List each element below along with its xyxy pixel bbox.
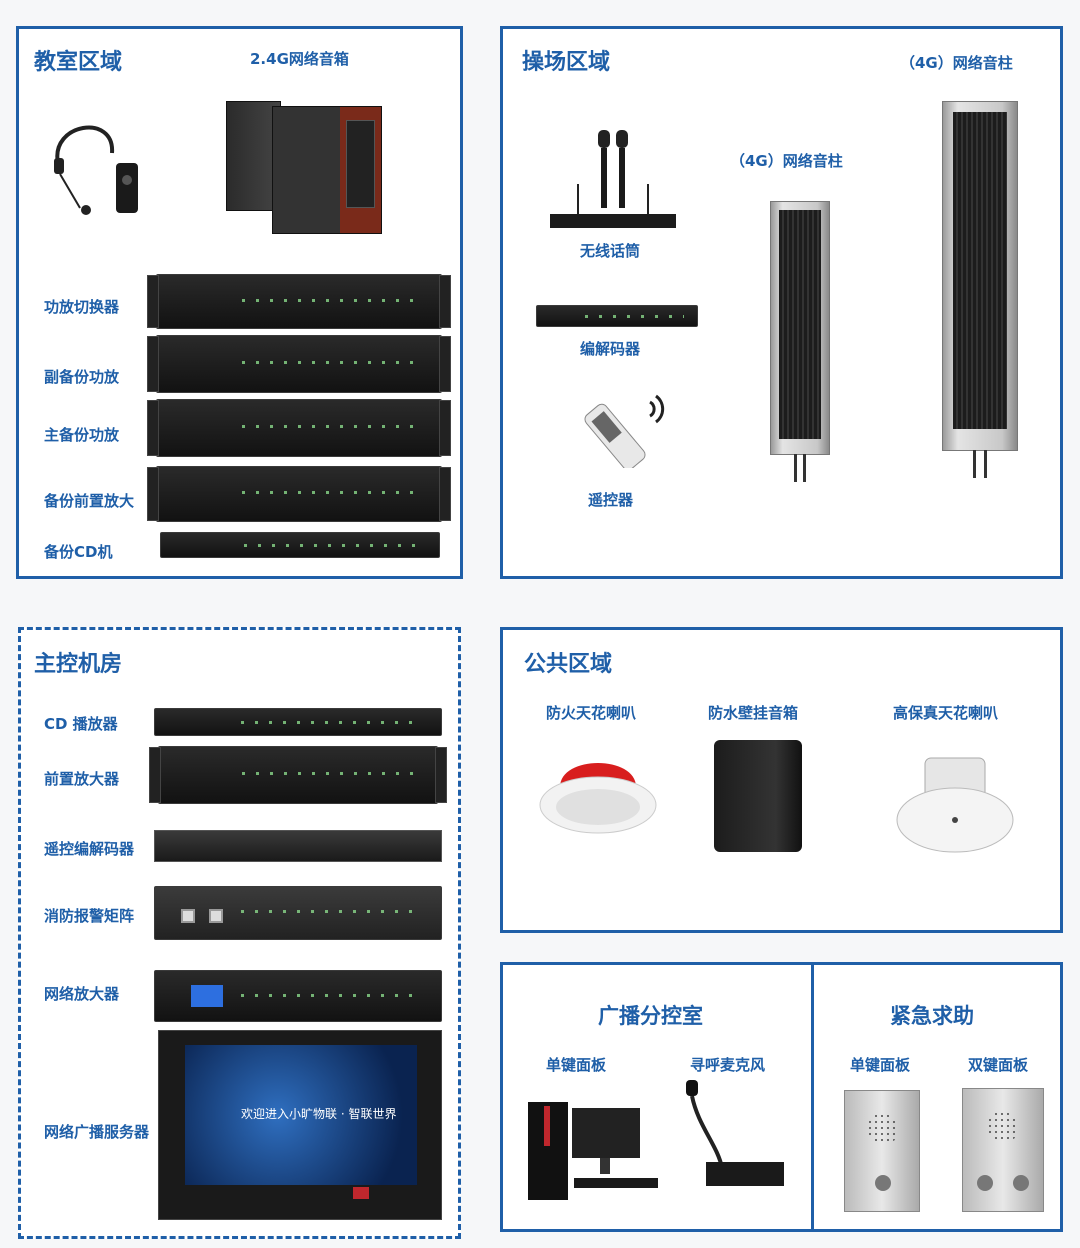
playground-device-label: 编解码器 [580, 340, 641, 358]
network-amplifier-device [154, 970, 442, 1022]
sub-control-room-title: 广播分控室 [598, 1004, 703, 1028]
hifi-ceiling-speaker-icon [896, 757, 1014, 853]
control-room-title: 主控机房 [34, 652, 123, 677]
backup-amplifier-primary-device [147, 399, 451, 457]
double-button-panel [962, 1088, 1044, 1212]
emergency-title: 紧急求助 [890, 1004, 974, 1028]
control-room-device-label: 遥控编解码器 [44, 840, 135, 858]
control-room-device-label: 网络广播服务器 [44, 1123, 150, 1141]
control-room-device-label: 消防报警矩阵 [44, 907, 135, 925]
classroom-device-label: 备份CD机 [44, 543, 113, 561]
single-button-panel [844, 1090, 920, 1212]
public-item-label: 防火天花喇叭 [546, 704, 637, 722]
playground-device-label: 遥控器 [588, 491, 634, 509]
preamplifier-device [149, 746, 447, 804]
public-area-title: 公共区域 [524, 652, 613, 677]
classroom-device-label: 功放切换器 [44, 298, 120, 316]
network-speaker-left [226, 101, 281, 211]
classroom-device-label: 主备份功放 [44, 426, 120, 444]
column-speaker-small [770, 201, 830, 482]
public-item-label: 防水壁挂音箱 [708, 704, 799, 722]
codec-device [536, 305, 698, 327]
paging-microphone-icon [686, 1080, 784, 1186]
column-speaker-large [942, 101, 1018, 478]
column-speaker-large-label: （4G）网络音柱 [900, 54, 1013, 72]
cd-player-device [154, 708, 442, 736]
emergency-item-label: 单键面板 [850, 1056, 911, 1074]
network-broadcast-server-device: 欢迎进入小旷物联 · 智联世界 [158, 1030, 442, 1220]
backup-amplifier-secondary-device [147, 335, 451, 393]
wireless-microphone-icon [550, 130, 676, 228]
waterproof-wall-speaker [714, 740, 802, 852]
classroom-title: 教室区域 [34, 50, 123, 75]
sub-control-item-label: 寻呼麦克风 [690, 1056, 766, 1074]
backup-cd-player-device [160, 532, 440, 558]
classroom-speaker-label: 2.4G网络音箱 [250, 50, 349, 68]
backup-preamplifier-device [147, 466, 451, 522]
playground-title: 操场区域 [522, 50, 611, 75]
fire-alarm-matrix-device [154, 886, 442, 940]
remote-codec-device [154, 830, 442, 862]
control-room-device-label: 网络放大器 [44, 985, 120, 1003]
panel-divider [811, 962, 814, 1232]
column-speaker-small-label: （4G）网络音柱 [730, 152, 843, 170]
emergency-item-label: 双键面板 [968, 1056, 1029, 1074]
playground-device-label: 无线话筒 [580, 242, 641, 260]
network-speaker-right [272, 106, 382, 234]
public-item-label: 高保真天花喇叭 [893, 704, 999, 722]
amplifier-switcher-device [147, 274, 451, 329]
server-screen-text: 欢迎进入小旷物联 · 智联世界 [241, 1107, 397, 1121]
sub-control-item-label: 单键面板 [546, 1056, 607, 1074]
classroom-device-label: 备份前置放大 [44, 492, 135, 510]
control-room-device-label: 前置放大器 [44, 770, 120, 788]
classroom-device-label: 副备份功放 [44, 368, 120, 386]
remote-control-icon [584, 394, 665, 468]
control-room-device-label: CD 播放器 [44, 715, 118, 733]
headset-microphone-icon [54, 125, 138, 215]
fireproof-ceiling-speaker-icon [539, 763, 657, 834]
desktop-computer-icon [528, 1102, 658, 1200]
